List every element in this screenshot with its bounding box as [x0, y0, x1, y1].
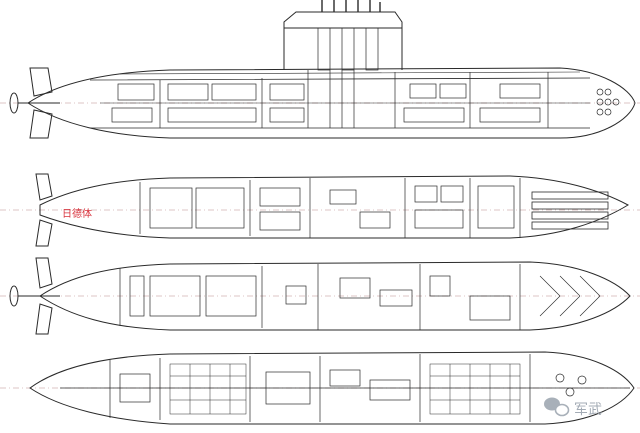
side-profile-view [9, 0, 636, 139]
red-annotation-label: 日德体 [62, 207, 92, 220]
hull-deck1 [39, 175, 630, 239]
hull-side [27, 67, 636, 139]
hull-deck2 [39, 261, 631, 331]
wechat-icon [544, 397, 570, 417]
masts [321, 0, 381, 12]
upper-deck-plan-view [35, 173, 630, 247]
bow-tubes-plan [531, 191, 609, 230]
bow-torpedo-tubes [596, 88, 620, 116]
watermark-text: 军武 [574, 402, 602, 418]
keel-plan-view [29, 351, 635, 425]
upper-rudder [29, 67, 53, 97]
battery-grid [169, 363, 521, 415]
hull-keel [29, 351, 635, 425]
bow-hatching [539, 275, 601, 317]
watermark: 军武 [544, 397, 602, 418]
centerlines [0, 102, 640, 389]
sail [283, 11, 403, 70]
lower-deck-plan-view [9, 257, 631, 335]
lower-rudder [29, 109, 53, 139]
